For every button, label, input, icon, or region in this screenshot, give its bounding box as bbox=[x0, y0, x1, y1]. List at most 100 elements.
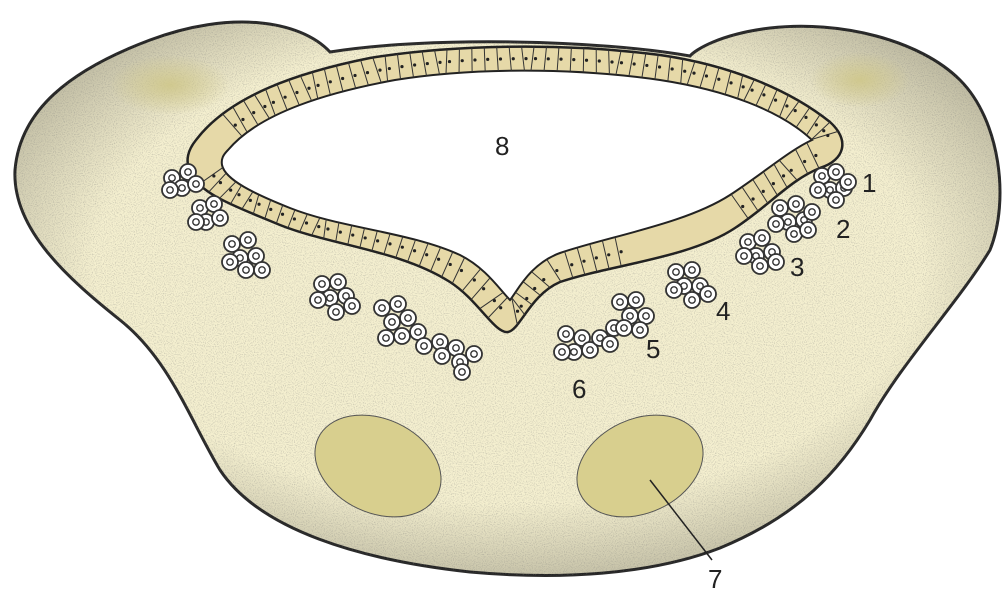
epithelial-cell-nucleus bbox=[542, 278, 545, 281]
neuron-cell bbox=[212, 210, 228, 226]
epithelial-cell-nucleus bbox=[774, 99, 777, 102]
dorsal-highlight-left bbox=[110, 55, 230, 115]
neuron-cell bbox=[454, 364, 470, 380]
epithelial-cell-nucleus bbox=[814, 154, 817, 157]
epithelial-cell-nucleus bbox=[486, 58, 489, 61]
epithelial-cell-nucleus bbox=[520, 305, 523, 308]
epithelial-cell-nucleus bbox=[717, 78, 720, 81]
neuron-cell bbox=[788, 196, 804, 212]
epithelial-cell-nucleus bbox=[482, 287, 485, 290]
epithelial-cell-nucleus bbox=[305, 221, 308, 224]
epithelial-cell-nucleus bbox=[339, 231, 342, 234]
neuron-cell bbox=[800, 222, 816, 238]
epithelial-cell-nucleus bbox=[782, 174, 785, 177]
epithelial-cell-nucleus bbox=[341, 77, 344, 80]
neuron-cell bbox=[162, 182, 178, 198]
label-3: 3 bbox=[790, 252, 804, 282]
epithelial-cell-nucleus bbox=[785, 104, 788, 107]
epithelial-cell-nucleus bbox=[683, 70, 686, 73]
epithelial-cell-nucleus bbox=[742, 85, 745, 88]
epithelial-cell-nucleus bbox=[815, 123, 818, 126]
neuron-cell bbox=[328, 304, 344, 320]
label-6: 6 bbox=[572, 374, 586, 404]
epithelial-cell-nucleus bbox=[803, 160, 806, 163]
epithelial-cell-nucleus bbox=[234, 124, 237, 127]
neuron-cell bbox=[602, 336, 618, 352]
epithelial-cell-nucleus bbox=[329, 80, 332, 83]
epithelial-cell-nucleus bbox=[658, 65, 661, 68]
epithelial-cell-nucleus bbox=[401, 246, 404, 249]
epithelial-cell-nucleus bbox=[762, 93, 765, 96]
neuron-cell bbox=[612, 294, 628, 310]
epithelial-cell-nucleus bbox=[741, 205, 744, 208]
label-5: 5 bbox=[646, 334, 660, 364]
epithelial-cell-nucleus bbox=[413, 249, 416, 252]
neuron-cell bbox=[378, 330, 394, 346]
epithelial-cell-nucleus bbox=[257, 203, 260, 206]
epithelial-cell-nucleus bbox=[794, 109, 797, 112]
neuron-cell bbox=[828, 192, 844, 208]
neuron-cell bbox=[666, 282, 682, 298]
neuron-cell bbox=[840, 174, 856, 190]
epithelial-cell-nucleus bbox=[293, 217, 296, 220]
neuron-cell bbox=[222, 254, 238, 270]
epithelial-cell-nucleus bbox=[413, 63, 416, 66]
epithelial-cell-nucleus bbox=[610, 60, 613, 63]
epithelial-cell-nucleus bbox=[316, 84, 319, 87]
epithelial-cell-nucleus bbox=[555, 269, 558, 272]
neuron-cell bbox=[400, 310, 416, 326]
epithelial-cell-nucleus bbox=[534, 57, 537, 60]
neuron-cell bbox=[310, 292, 326, 308]
epithelial-cell-nucleus bbox=[237, 193, 240, 196]
neuron-cell bbox=[466, 346, 482, 362]
epithelial-cell-nucleus bbox=[595, 256, 598, 259]
epithelial-cell-nucleus bbox=[524, 57, 527, 60]
epithelial-cell-nucleus bbox=[376, 239, 379, 242]
epithelial-cell-nucleus bbox=[804, 116, 807, 119]
neuron-cell bbox=[684, 262, 700, 278]
neuron-cell bbox=[804, 204, 820, 220]
neuron-cell bbox=[768, 254, 784, 270]
epithelial-cell-nucleus bbox=[826, 134, 829, 137]
epithelial-cell-nucleus bbox=[388, 67, 391, 70]
neuron-cell bbox=[736, 248, 752, 264]
neuron-cell bbox=[554, 344, 570, 360]
epithelial-cell-nucleus bbox=[448, 60, 451, 63]
neuron-cell bbox=[558, 326, 574, 342]
epithelial-cell-nucleus bbox=[364, 236, 367, 239]
neuron-cell bbox=[434, 348, 450, 364]
epithelial-cell-nucleus bbox=[212, 174, 215, 177]
epithelial-cell-nucleus bbox=[598, 59, 601, 62]
neuron-cell bbox=[254, 262, 270, 278]
epithelial-cell-nucleus bbox=[426, 62, 429, 65]
epithelial-cell-nucleus bbox=[378, 69, 381, 72]
neuron-cell bbox=[394, 328, 410, 344]
epithelial-cell-nucleus bbox=[750, 89, 753, 92]
epithelial-cell-nucleus bbox=[493, 299, 496, 302]
epithelial-cell-nucleus bbox=[229, 189, 232, 192]
epithelial-cell-nucleus bbox=[473, 278, 476, 281]
epithelial-cell-nucleus bbox=[620, 61, 623, 64]
epithelial-cell-nucleus bbox=[263, 105, 266, 108]
epithelial-cell-nucleus bbox=[283, 96, 286, 99]
epithelial-cell-nucleus bbox=[790, 169, 793, 172]
epithelial-cell-nucleus bbox=[572, 58, 575, 61]
dorsal-highlight-right bbox=[810, 52, 910, 108]
neuron-cell bbox=[628, 292, 644, 308]
epithelial-cell-nucleus bbox=[525, 297, 528, 300]
label-1: 1 bbox=[862, 168, 876, 198]
epithelial-cell-nucleus bbox=[295, 91, 298, 94]
epithelial-cell-nucleus bbox=[633, 62, 636, 65]
label-4: 4 bbox=[716, 296, 730, 326]
epithelial-cell-nucleus bbox=[547, 57, 550, 60]
epithelial-cell-nucleus bbox=[449, 263, 452, 266]
label-7: 7 bbox=[708, 564, 722, 592]
epithelial-cell-nucleus bbox=[473, 58, 476, 61]
epithelial-cell-nucleus bbox=[326, 227, 329, 230]
epithelial-cell-nucleus bbox=[351, 233, 354, 236]
epithelial-cell-nucleus bbox=[219, 181, 222, 184]
epithelial-cell-nucleus bbox=[512, 57, 515, 60]
epithelial-cell-nucleus bbox=[388, 242, 391, 245]
